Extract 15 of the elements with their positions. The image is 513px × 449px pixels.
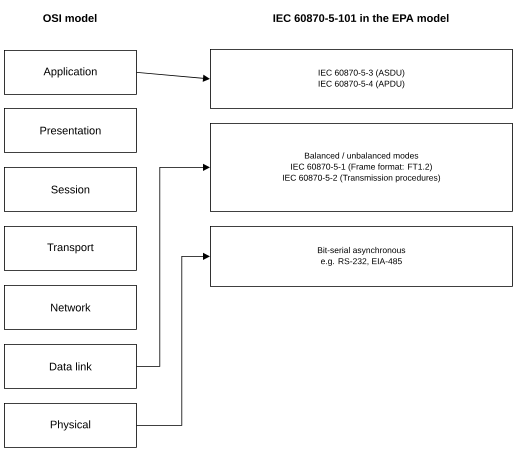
layer-box: Application [4,50,137,95]
arrow [136,164,210,367]
layer-box: Presentation [4,108,137,153]
protocol-box: Bit-serial asynchronous e.g. RS-232, EIA-485 [210,226,513,287]
layer-box: Physical [4,403,137,448]
column-heading: IEC 60870-5-101 in the EPA model [274,14,448,22]
protocol-box: Balanced / unbalanced modes IEC 60870-5-1 (Frame format: FT1.2) IEC 60870-5-2 (Transmission procedures) [210,123,513,212]
layer-box: Session [4,167,137,212]
protocol-box: IEC 60870-5-3 (ASDU) IEC 60870-5-4 (APDU) [210,49,513,109]
layer-box: Data link [4,344,137,389]
layer-box: Network [4,285,137,330]
arrow [136,252,210,426]
arrow [136,72,210,82]
layer-box: Transport [4,226,137,271]
column-heading: OSI model [43,14,96,22]
